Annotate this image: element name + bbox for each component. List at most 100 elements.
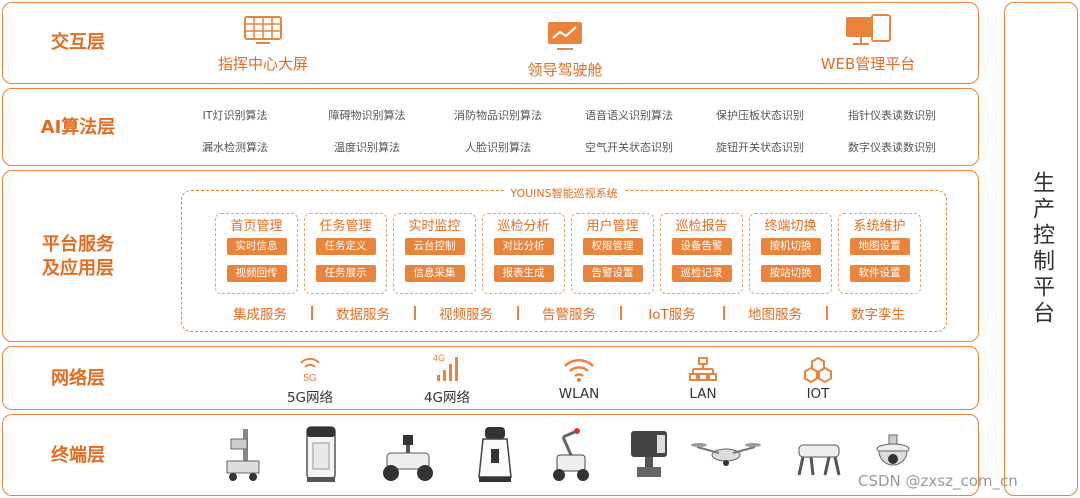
module-title: 任务管理 — [319, 219, 372, 234]
module-function-button[interactable]: 权限管理 — [582, 238, 643, 255]
layer-title-line1: 平台服务 — [42, 234, 114, 255]
interaction-item[interactable]: 指挥中心大屏 — [163, 11, 363, 74]
module-function-button[interactable]: 实时信息 — [226, 238, 287, 255]
algorithm-item: 指针仪表读数识别 — [848, 109, 936, 122]
indoor-robot-icon[interactable] — [465, 425, 525, 485]
lift-robot-icon[interactable] — [213, 425, 273, 485]
module-card: 实时监控 云台控制 信息采集 — [393, 213, 476, 294]
module-function-button[interactable]: 巡检记录 — [671, 265, 732, 282]
algorithm-item: 人脸识别算法 — [465, 141, 531, 154]
module-function-button[interactable]: 云台控制 — [404, 238, 465, 255]
divider — [723, 306, 725, 320]
interaction-label: 指挥中心大屏 — [217, 55, 308, 73]
module-title: 用户管理 — [586, 219, 639, 234]
interaction-label: WEB管理平台 — [820, 55, 916, 73]
service-item: 视频服务 — [439, 307, 493, 323]
divider — [620, 306, 622, 320]
module-function-button[interactable]: 软件设置 — [849, 265, 910, 282]
interaction-item[interactable]: 领导驾驶舱 — [465, 17, 665, 80]
module-function-button[interactable]: 告警设置 — [582, 265, 643, 282]
service-item: 地图服务 — [748, 307, 802, 323]
module-card: 任务管理 任务定义 任务展示 — [304, 213, 387, 294]
drone-icon[interactable] — [691, 425, 761, 485]
module-card: 巡检报告 设备告警 巡检记录 — [660, 213, 743, 294]
module-function-button[interactable]: 设备告警 — [671, 238, 732, 255]
network-layer: 网络层 5G 5G网络 4G 4G网络 — [2, 346, 979, 410]
network-label: LAN — [689, 386, 717, 402]
network-item[interactable]: IOT — [773, 353, 863, 402]
module-function-button[interactable]: 视频回传 — [226, 265, 287, 282]
algorithm-item: 语音语义识别算法 — [585, 109, 673, 122]
algorithm-item: 温度识别算法 — [334, 141, 400, 154]
arm-robot-icon[interactable] — [541, 425, 601, 485]
module-function-button[interactable]: 任务展示 — [315, 265, 376, 282]
iot-icon — [773, 353, 863, 383]
dome-camera-icon[interactable] — [863, 425, 923, 485]
service-row: 集成服务 数据服务 视频服务 告警服务 IoT服务 地图服务 数字孪生 — [182, 303, 946, 325]
algorithm-item: 保护压板状态识别 — [716, 109, 804, 122]
module-card: 巡检分析 对比分析 报表生成 — [482, 213, 565, 294]
wifi-icon — [534, 353, 624, 383]
divider — [311, 306, 313, 320]
interaction-item[interactable]: WEB管理平台 — [768, 11, 968, 74]
network-item[interactable]: WLAN — [534, 353, 624, 402]
ai-algorithm-layer: AI算法层 IT灯识别算法 障碍物识别算法 消防物品识别算法 语音语义识别算法 … — [2, 88, 979, 166]
system-name: YOUINS智能巡视系统 — [504, 187, 624, 200]
network-item[interactable]: 5G 5G网络 — [265, 353, 355, 406]
divider — [517, 306, 519, 320]
network-label: 5G网络 — [286, 390, 334, 406]
svg-text:4G: 4G — [433, 353, 445, 363]
divider — [826, 306, 828, 320]
interaction-label: 领导驾驶舱 — [527, 61, 603, 79]
service-item: 告警服务 — [542, 307, 596, 323]
layer-title: 网络层 — [51, 368, 105, 389]
quadruped-robot-icon[interactable] — [789, 425, 849, 485]
wheeled-patrol-robot-icon[interactable] — [377, 425, 437, 485]
side-label: 生产控制平台 — [1029, 171, 1054, 327]
4g-signal-icon: 4G — [402, 353, 492, 383]
module-function-button[interactable]: 任务定义 — [315, 238, 376, 255]
module-title: 终端切换 — [764, 219, 817, 234]
module-function-button[interactable]: 按站切换 — [760, 265, 821, 282]
service-item: IoT服务 — [648, 307, 696, 323]
algorithm-item: 障碍物识别算法 — [328, 109, 406, 122]
layer-title: 终端层 — [51, 445, 105, 466]
production-control-platform-panel: 生产控制平台 — [1004, 2, 1078, 496]
terminal-layer: 终端层 — [2, 414, 979, 496]
algorithm-item: 旋钮开关状态识别 — [716, 141, 804, 154]
service-item: 数据服务 — [336, 307, 390, 323]
svg-text:5G: 5G — [303, 373, 317, 383]
module-card: 首页管理 实时信息 视频回传 — [215, 213, 298, 294]
monitor-icon — [768, 11, 968, 49]
camera-box-icon[interactable] — [619, 425, 679, 485]
module-title: 系统维护 — [853, 219, 906, 234]
module-function-button[interactable]: 报表生成 — [493, 265, 554, 282]
network-label: 4G网络 — [423, 390, 471, 406]
service-item: 集成服务 — [233, 307, 287, 323]
layer-title: AI算法层 — [40, 117, 116, 138]
algorithm-item: IT灯识别算法 — [202, 109, 268, 122]
module-title: 首页管理 — [230, 219, 283, 234]
module-title: 巡检报告 — [675, 219, 728, 234]
divider — [414, 306, 416, 320]
inspection-system-box: YOUINS智能巡视系统 首页管理 实时信息 视频回传 任务管理 任务定义 任务… — [181, 187, 947, 332]
lan-icon — [658, 353, 748, 383]
network-label: WLAN — [558, 386, 600, 402]
module-function-button[interactable]: 对比分析 — [493, 238, 554, 255]
algorithm-item: 空气开关状态识别 — [585, 141, 673, 154]
module-function-button[interactable]: 地图设置 — [849, 238, 910, 255]
interaction-layer: 交互层 指挥中心大屏 领导驾驶舱 — [2, 2, 979, 84]
module-title: 实时监控 — [408, 219, 461, 234]
cabinet-robot-icon[interactable] — [291, 425, 351, 485]
algorithm-item: 漏水检测算法 — [202, 141, 268, 154]
platform-service-layer: 平台服务 及应用层 YOUINS智能巡视系统 首页管理 实时信息 视频回传 任务… — [2, 170, 979, 342]
layer-title-line2: 及应用层 — [42, 258, 114, 279]
network-item[interactable]: 4G 4G网络 — [402, 353, 492, 406]
service-item: 数字孪生 — [851, 307, 905, 323]
module-title: 巡检分析 — [497, 219, 550, 234]
module-function-button[interactable]: 信息采集 — [404, 265, 465, 282]
module-function-button[interactable]: 按机切换 — [760, 238, 821, 255]
module-card: 系统维护 地图设置 软件设置 — [838, 213, 921, 294]
layer-title: 交互层 — [51, 32, 105, 53]
network-item[interactable]: LAN — [658, 353, 748, 402]
